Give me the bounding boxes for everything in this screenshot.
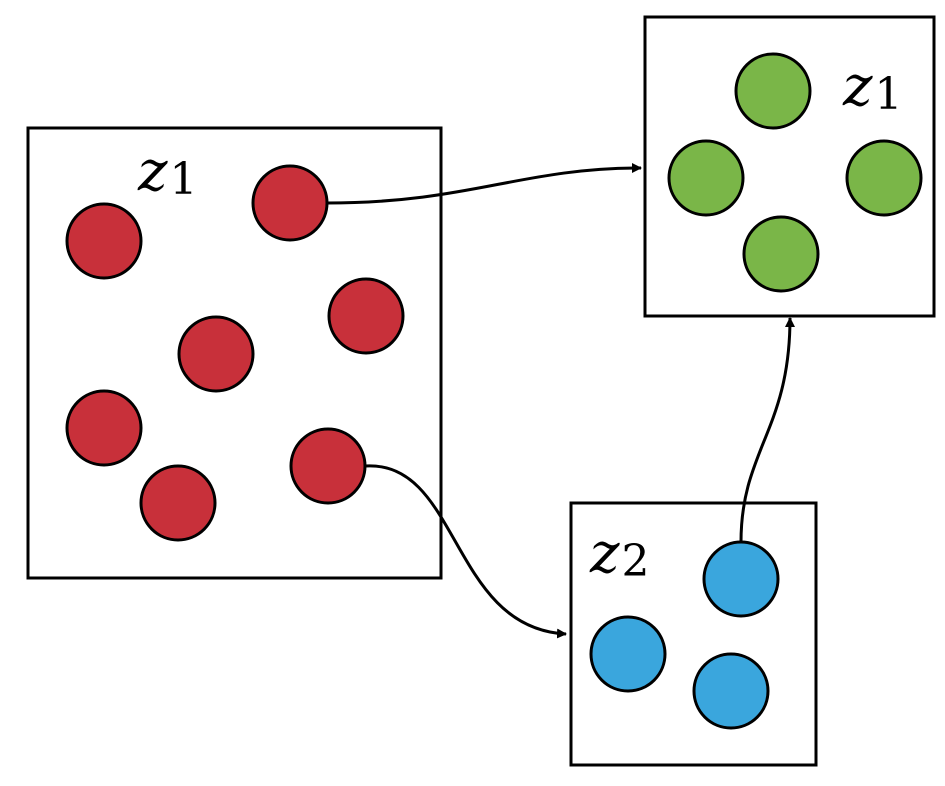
- left-box-group: z1: [26, 126, 443, 580]
- red-dot: [139, 464, 217, 542]
- blue-dot: [702, 540, 780, 618]
- top-right-box-label: z1: [842, 54, 903, 120]
- arrow-red-to-green: [326, 163, 642, 205]
- green-dot: [667, 139, 745, 217]
- blue-dot: [589, 615, 667, 693]
- arrow-blue-to-green: [739, 317, 795, 543]
- left-box-label-main: z: [137, 139, 168, 204]
- bottom-right-box-label-sub: 2: [622, 536, 650, 587]
- red-dot: [177, 315, 255, 393]
- green-dot: [742, 215, 820, 293]
- red-dot: [327, 277, 405, 355]
- green-dot: [845, 139, 923, 217]
- red-dot: [65, 202, 143, 280]
- green-dot: [734, 52, 812, 130]
- left-box-label-sub: 1: [170, 154, 198, 205]
- top-right-box-label-sub: 1: [875, 69, 903, 120]
- red-dot: [289, 427, 367, 505]
- top-right-box-label-main: z: [842, 54, 873, 119]
- bottom-right-box-group: z2: [569, 501, 818, 767]
- bottom-right-box-label: z2: [589, 521, 650, 587]
- bottom-right-box-label-main: z: [589, 521, 620, 586]
- blue-dot: [692, 652, 770, 730]
- top-right-box-group: z1: [643, 15, 936, 318]
- arrow-red-to-blue: [364, 464, 567, 639]
- left-box-label: z1: [137, 139, 198, 205]
- red-dot: [251, 164, 329, 242]
- red-dot: [65, 389, 143, 467]
